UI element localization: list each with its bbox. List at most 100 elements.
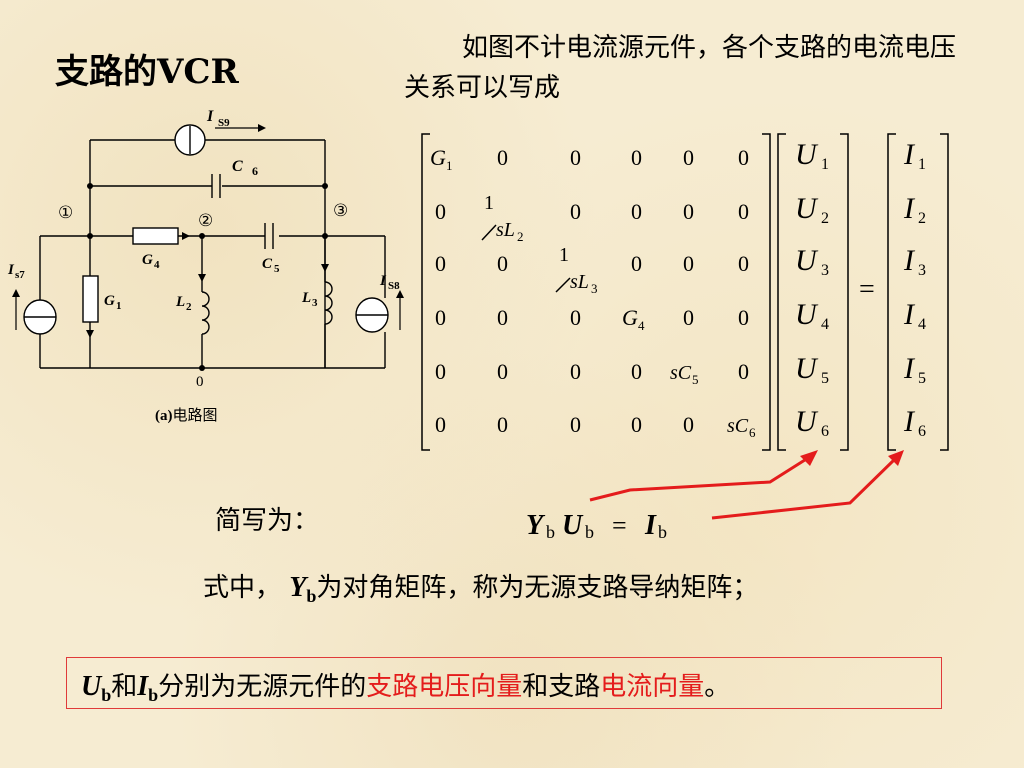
matrix-sc6-sub: 6: [749, 425, 756, 440]
matrix-zero: 0: [631, 359, 642, 384]
is9-sub: S9: [218, 117, 230, 129]
is7-label: I: [7, 262, 15, 278]
u-vector-entry: U: [795, 138, 819, 171]
matrix-sl3-den: sL: [570, 271, 589, 293]
matrix-g1-sub: 1: [446, 158, 453, 173]
u-vector-sub: 5: [821, 370, 829, 387]
i-vector-entry: I: [903, 405, 916, 438]
note-current-vector: 电流向量: [600, 672, 705, 702]
matrix-sl2-den: sL: [496, 219, 515, 241]
u-vector-sub: 6: [821, 423, 829, 440]
eq-U: U: [562, 510, 584, 541]
equals-sign: =: [859, 274, 875, 305]
matrix-sc5: sC: [670, 362, 692, 384]
i-vector-sub: 5: [918, 370, 926, 387]
matrix-zero: 0: [435, 251, 446, 276]
l3-label: L: [301, 290, 311, 306]
matrix-sl3-num: 1: [559, 244, 569, 266]
where-sub: b: [306, 586, 317, 607]
matrix-zero: 0: [570, 359, 581, 384]
note-u: U: [81, 671, 102, 702]
intro-text: 如图不计电流源元件，各个支路的电流电压关系可以写成: [404, 33, 957, 103]
matrix-zero: 0: [738, 305, 749, 330]
matrix-zero: 0: [631, 251, 642, 276]
matrix-zero: 0: [683, 412, 694, 437]
matrix-zero: 0: [497, 359, 508, 384]
matrix-zero: 0: [497, 251, 508, 276]
eq-Y: Y: [526, 510, 546, 541]
eq-U-sub: b: [585, 522, 594, 542]
matrix-zero: 0: [570, 305, 581, 330]
matrix-zero: 0: [631, 412, 642, 437]
note-i: I: [137, 671, 149, 702]
matrix-zero: 0: [570, 145, 581, 170]
matrix-sl2-sub: 2: [517, 229, 524, 244]
matrix-sl3-sub: 3: [591, 281, 598, 296]
note-i-sub: b: [148, 685, 159, 706]
eq-equals: =: [612, 511, 627, 540]
matrix-zero: 0: [435, 199, 446, 224]
i-vector-entry: I: [903, 352, 916, 385]
c6-sub: 6: [252, 164, 258, 178]
where-line: 式中， Yb为对角矩阵，称为无源支路导纳矩阵；: [203, 567, 758, 607]
u-vector-sub: 3: [821, 262, 829, 279]
i-vector-sub: 2: [918, 210, 926, 227]
g1-sub: 1: [116, 300, 122, 312]
matrix-zero: 0: [497, 305, 508, 330]
shorthand-equation: Y b U b = I b: [526, 510, 667, 542]
u-vector-entry: U: [795, 192, 819, 225]
matrix-g4-sub: 4: [638, 318, 645, 333]
is7-sub: s7: [15, 269, 25, 281]
matrix-g4: G: [622, 305, 638, 330]
caption-text: 电路图: [172, 406, 218, 424]
matrix-zero: 0: [435, 359, 446, 384]
circuit-diagram: I S9 C 6 G 4 C 5 ① ② ③ 0 I s7 G 1 L 2 L …: [7, 108, 404, 390]
matrix-zero: 0: [683, 145, 694, 170]
note-he: 和: [111, 672, 138, 702]
matrix-zero: 0: [738, 359, 749, 384]
circuit-caption: (a)电路图: [155, 404, 218, 425]
is9-label: I: [206, 108, 214, 125]
u-vector-entry: U: [795, 405, 819, 438]
is8-label: I: [379, 273, 387, 289]
g4-label: G: [142, 252, 153, 268]
matrix-sl2-num: 1: [484, 192, 494, 214]
node-3-label: ③: [333, 201, 348, 220]
matrix-zero: 0: [497, 412, 508, 437]
matrix-zero: 0: [683, 251, 694, 276]
node-1-label: ①: [58, 203, 73, 222]
matrix-zero: 0: [570, 412, 581, 437]
matrix-g1: G: [430, 145, 446, 170]
matrix-zero: 0: [631, 145, 642, 170]
matrix-zero: 0: [435, 305, 446, 330]
g4-sub: 4: [154, 259, 160, 271]
matrix-zero: 0: [683, 305, 694, 330]
matrix-zero: 0: [738, 199, 749, 224]
i-vector-sub: 3: [918, 262, 926, 279]
note-and: 和支路: [522, 672, 601, 702]
note-end: 。: [704, 672, 731, 702]
note-u-sub: b: [101, 685, 112, 706]
matrix-zero: 0: [497, 145, 508, 170]
i-vector-entry: I: [903, 138, 916, 171]
i-vector-sub: 4: [918, 316, 926, 333]
u-vector-entry: U: [795, 352, 819, 385]
u-vector-sub: 1: [821, 156, 829, 173]
i-vector-entry: I: [903, 298, 916, 331]
note-mid: 分别为无源元件的: [158, 672, 367, 702]
matrix-zero: 0: [738, 145, 749, 170]
eq-I: I: [644, 510, 657, 541]
u-vector-sub: 4: [821, 316, 829, 333]
node-2-label: ②: [198, 211, 213, 230]
matrix-sc6: sC: [727, 415, 749, 437]
i-vector-entry: I: [903, 192, 916, 225]
l2-label: L: [175, 294, 185, 310]
where-text: 为对角矩阵，称为无源支路导纳矩阵；: [316, 573, 759, 603]
matrix-zero: 0: [683, 199, 694, 224]
shorthand-label: 简写为：: [215, 506, 320, 536]
l3-sub: 3: [312, 297, 318, 309]
c5-label: C: [262, 256, 273, 272]
node-0-label: 0: [196, 374, 204, 390]
u-vector-sub: 2: [821, 210, 829, 227]
